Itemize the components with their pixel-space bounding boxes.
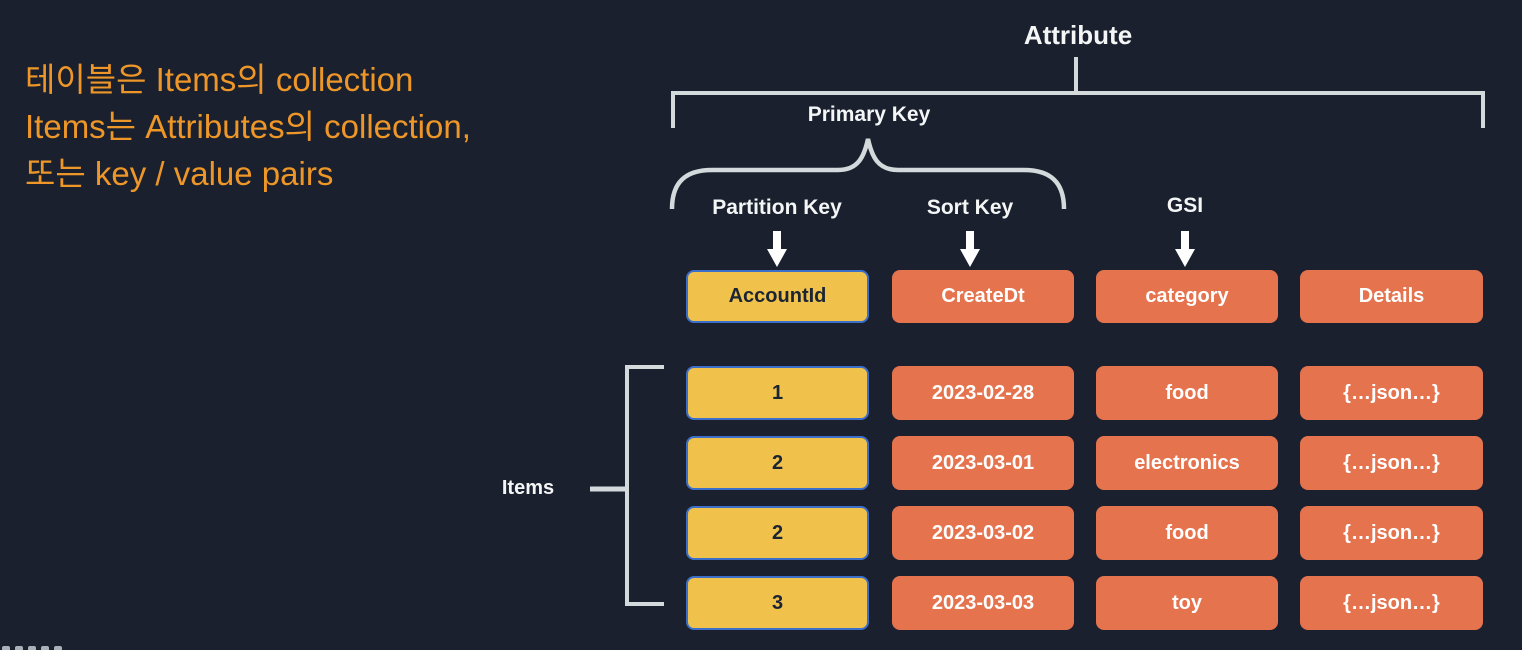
partition-key-label: Partition Key — [712, 196, 842, 219]
primary-key-label: Primary Key — [807, 103, 931, 126]
aws-logo-partial-icon — [2, 646, 62, 650]
table-cell-r2-category: electronics — [1096, 436, 1278, 490]
table-cell-r2-createdt: 2023-03-01 — [892, 436, 1074, 490]
items-bracket — [625, 365, 664, 606]
gsi-down-arrow-icon — [1175, 231, 1195, 267]
header-cell-createdt: CreateDt — [892, 270, 1074, 323]
primary-key-brace — [669, 138, 1067, 210]
attribute-label: Attribute — [1023, 20, 1133, 50]
table-cell-r3-details: {…json…} — [1300, 506, 1483, 560]
korean-note-line-3: 또는 key / value pairs — [25, 155, 334, 192]
korean-note: 테이블은 Items의 collection Items는 Attributes… — [25, 56, 471, 197]
sort-key-label: Sort Key — [926, 196, 1014, 219]
partition-key-down-arrow-icon — [767, 231, 787, 267]
table-cell-r4-createdt: 2023-03-03 — [892, 576, 1074, 630]
header-cell-category: category — [1096, 270, 1278, 323]
table-cell-r2-details: {…json…} — [1300, 436, 1483, 490]
table-cell-r4-accountid: 3 — [686, 576, 869, 630]
table-cell-r3-accountid: 2 — [686, 506, 869, 560]
table-cell-r4-category: toy — [1096, 576, 1278, 630]
table-cell-r2-accountid: 2 — [686, 436, 869, 490]
sort-key-down-arrow-icon — [960, 231, 980, 267]
items-label: Items — [501, 477, 555, 499]
table-cell-r1-accountid: 1 — [686, 366, 869, 420]
header-cell-accountid: AccountId — [686, 270, 869, 323]
table-cell-r3-createdt: 2023-03-02 — [892, 506, 1074, 560]
header-cell-details: Details — [1300, 270, 1483, 323]
table-cell-r4-details: {…json…} — [1300, 576, 1483, 630]
attribute-span-bracket — [671, 91, 1485, 128]
gsi-label: GSI — [1166, 194, 1204, 217]
table-cell-r1-details: {…json…} — [1300, 366, 1483, 420]
table-cell-r1-category: food — [1096, 366, 1278, 420]
korean-note-line-1: 테이블은 Items의 collection — [25, 61, 414, 98]
table-cell-r1-createdt: 2023-02-28 — [892, 366, 1074, 420]
korean-note-line-2: Items는 Attributes의 collection, — [25, 108, 471, 145]
table-cell-r3-category: food — [1096, 506, 1278, 560]
